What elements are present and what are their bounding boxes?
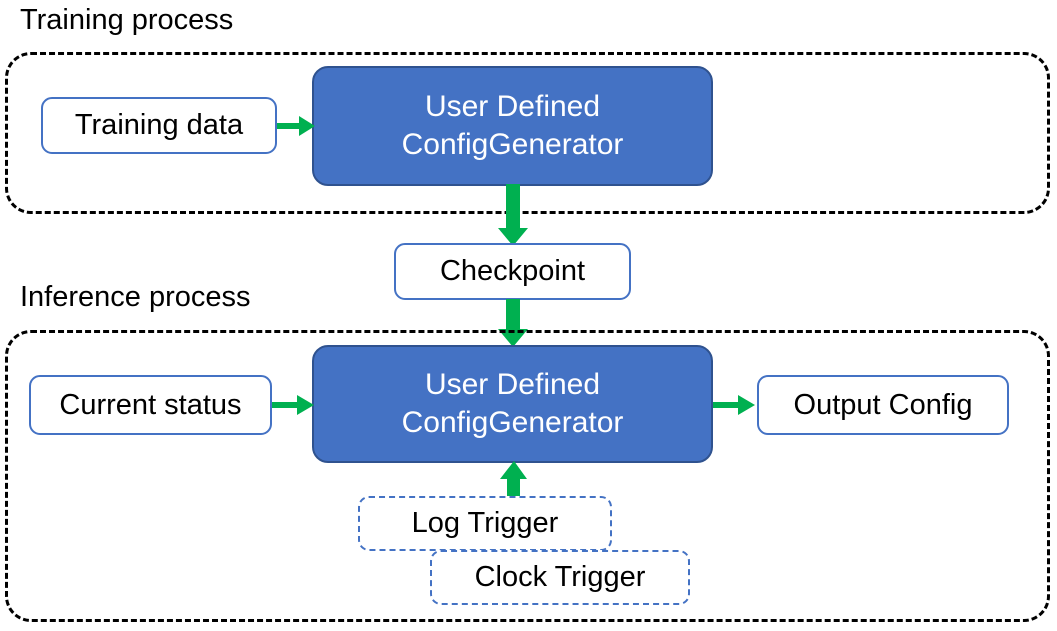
inference-process-container xyxy=(5,330,1050,622)
inference-config-generator-node[interactable]: User Defined ConfigGenerator xyxy=(312,345,713,463)
training-config-generator-line1: User Defined xyxy=(424,89,601,123)
inference-process-label: Inference process xyxy=(20,281,251,313)
clock-trigger-node[interactable]: Clock Trigger xyxy=(430,550,690,605)
training-process-label: Training process xyxy=(20,4,234,36)
current-status-node[interactable]: Current status xyxy=(29,375,272,435)
training-config-generator-line2: ConfigGenerator xyxy=(401,128,624,161)
inference-config-generator-line2: ConfigGenerator xyxy=(401,406,624,439)
training-config-generator-node[interactable]: User Defined ConfigGenerator xyxy=(312,66,713,186)
checkpoint-node[interactable]: Checkpoint xyxy=(394,243,631,300)
inference-config-generator-line1: User Defined xyxy=(424,367,601,401)
log-trigger-node[interactable]: Log Trigger xyxy=(358,496,612,551)
training-data-node[interactable]: Training data xyxy=(41,97,277,154)
output-config-node[interactable]: Output Config xyxy=(757,375,1009,435)
